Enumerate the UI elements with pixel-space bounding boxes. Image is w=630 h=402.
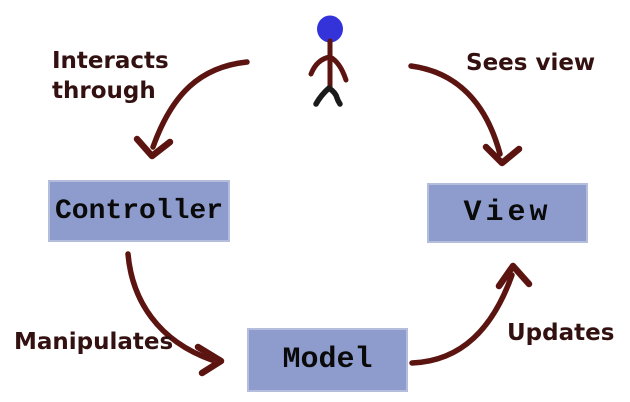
user-arms	[308, 54, 349, 83]
edge-label-sees-view: Sees view	[466, 50, 596, 76]
user-head	[317, 15, 343, 43]
edge-label-interacts-through: Interacts through	[52, 46, 169, 106]
edge-label-manipulates: Manipulates	[14, 329, 174, 355]
arrow-model-to-view	[409, 262, 533, 366]
model-node: Model	[247, 328, 408, 392]
view-node-label: View	[463, 196, 552, 230]
edge-label-line1: Interacts	[52, 48, 169, 74]
edge-label-line2: through	[52, 78, 156, 104]
arrowhead-down-icon	[133, 135, 174, 160]
stick-figure-user-icon	[308, 15, 349, 107]
view-node: View	[427, 183, 588, 243]
model-node-label: Model	[282, 343, 373, 377]
controller-node: Controller	[48, 180, 230, 242]
arrow-shaft	[408, 63, 503, 157]
edge-label-updates: Updates	[507, 320, 615, 346]
arrow-user-to-view	[408, 63, 523, 167]
user-legs	[313, 85, 343, 107]
arrowhead-up-icon	[495, 262, 533, 290]
arrow-shaft	[409, 272, 515, 366]
arrowhead-down-icon	[482, 143, 523, 167]
arrowhead-right-icon	[194, 343, 225, 377]
controller-node-label: Controller	[54, 195, 224, 227]
